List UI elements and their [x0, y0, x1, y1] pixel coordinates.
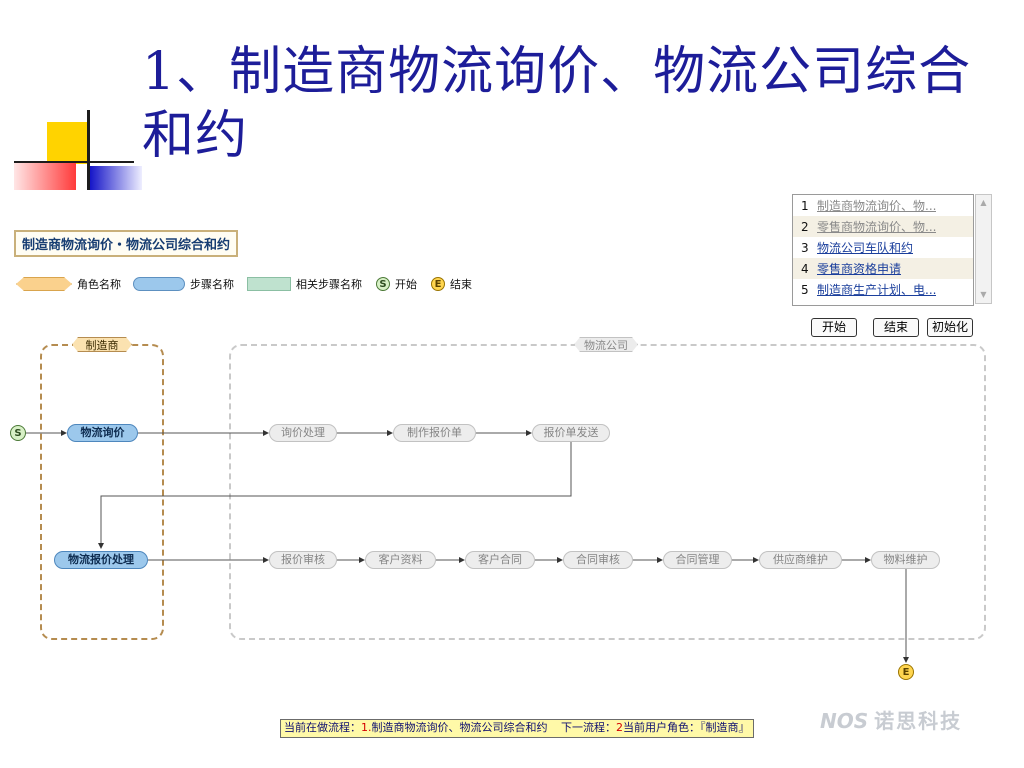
flow-start-icon: S	[10, 425, 26, 441]
process-item-5[interactable]: 5 制造商生产计划、电...	[801, 282, 937, 298]
legend-role-label: 角色名称	[77, 278, 121, 291]
step-inquiry-processing[interactable]: 询价处理	[269, 424, 337, 442]
legend-related-step: 相关步骤名称	[247, 276, 362, 292]
status-current-label: 当前在做流程：	[284, 721, 361, 734]
process-item-4[interactable]: 4 零售商资格申请	[793, 258, 973, 279]
start-icon: S	[376, 277, 390, 291]
legend-step: 步骤名称	[133, 276, 234, 292]
process-list[interactable]: 1 制造商物流询价、物... 2 零售商物流询价、物... 3 物流公司车队和约…	[792, 194, 974, 306]
end-icon: E	[431, 277, 445, 291]
legend-start: S 开始	[376, 276, 417, 292]
legend-end-label: 结束	[450, 278, 472, 291]
status-role-label: 当前用户角色：	[623, 721, 700, 734]
lane-label-manufacturer: 制造商	[72, 337, 132, 352]
decor-blue-bar	[90, 166, 142, 190]
init-button[interactable]: 初始化	[927, 318, 973, 337]
process-item-1[interactable]: 1 制造商物流询价、物...	[801, 198, 937, 214]
decor-horizontal-line	[14, 161, 134, 163]
role-swatch	[16, 277, 72, 291]
step-supplier-maintenance[interactable]: 供应商维护	[759, 551, 842, 569]
start-button[interactable]: 开始	[811, 318, 857, 337]
lane-label-logistics-company: 物流公司	[574, 337, 638, 352]
step-logistics-inquiry[interactable]: 物流询价	[67, 424, 138, 442]
process-item-3[interactable]: 3 物流公司车队和约	[801, 240, 914, 256]
status-next-label: 下一流程：	[561, 721, 616, 734]
connector-send-quote-processing	[98, 442, 572, 549]
legend-related-label: 相关步骤名称	[296, 278, 362, 291]
end-button[interactable]: 结束	[873, 318, 919, 337]
process-list-scrollbar[interactable]: ▲ ▼	[975, 194, 992, 304]
slide-title: 1、制造商物流询价、物流公司综合和约	[142, 42, 972, 166]
scroll-up-icon[interactable]: ▲	[980, 198, 987, 207]
related-step-swatch	[247, 277, 291, 291]
process-link[interactable]: 物流公司车队和约	[817, 241, 914, 255]
step-quote-review[interactable]: 报价审核	[269, 551, 337, 569]
brand-name: 诺思科技	[874, 709, 963, 733]
step-swatch	[133, 277, 185, 291]
step-send-quote[interactable]: 报价单发送	[532, 424, 610, 442]
legend-start-label: 开始	[395, 278, 417, 291]
status-next-num: 2	[616, 721, 623, 734]
decor-yellow-square	[47, 122, 89, 164]
legend-role: 角色名称	[16, 276, 121, 292]
scroll-down-icon[interactable]: ▼	[980, 290, 987, 299]
process-link[interactable]: 零售商资格申请	[817, 262, 902, 276]
status-current-num: 1.	[361, 721, 372, 734]
process-item-2[interactable]: 2 零售商物流询价、物...	[793, 216, 973, 237]
status-bar: 当前在做流程：1.制造商物流询价、物流公司综合和约 下一流程：2当前用户角色：『…	[280, 719, 754, 738]
legend-step-label: 步骤名称	[190, 278, 234, 291]
diagram-title: 制造商物流询价・物流公司综合和约	[14, 230, 239, 257]
decor-red-bar	[14, 162, 76, 190]
step-make-quote[interactable]: 制作报价单	[393, 424, 476, 442]
process-link[interactable]: 制造商生产计划、电...	[817, 283, 937, 297]
legend-end: E 结束	[431, 276, 472, 292]
step-customer-info[interactable]: 客户资料	[365, 551, 436, 569]
brand-logo-mark: NOS	[820, 709, 869, 733]
step-customer-contract[interactable]: 客户合同	[465, 551, 535, 569]
step-logistics-quote-processing[interactable]: 物流报价处理	[54, 551, 148, 569]
status-current-name: 制造商物流询价、物流公司综合和约	[371, 721, 548, 734]
process-link[interactable]: 制造商物流询价、物...	[817, 199, 937, 213]
status-role-value: 『制造商』	[700, 721, 750, 734]
step-contract-review[interactable]: 合同审核	[563, 551, 633, 569]
step-material-maintenance[interactable]: 物料维护	[871, 551, 940, 569]
step-contract-management[interactable]: 合同管理	[663, 551, 732, 569]
decor-vertical-line	[87, 110, 90, 190]
flow-end-icon: E	[898, 664, 914, 680]
process-link[interactable]: 零售商物流询价、物...	[817, 220, 937, 234]
